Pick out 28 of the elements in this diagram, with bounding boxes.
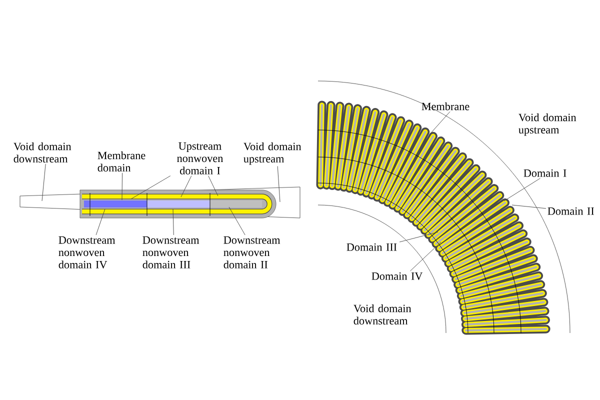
region-label: Void domain upstream xyxy=(518,113,576,136)
leader-line xyxy=(228,206,246,236)
callout-label: Downstream nonwoven domain III xyxy=(142,236,200,268)
leader-line xyxy=(122,172,123,200)
leader-line xyxy=(504,178,540,202)
leader-line xyxy=(172,208,174,236)
leader-line xyxy=(42,164,46,202)
leader-line xyxy=(399,232,438,242)
callout-label: Membrane xyxy=(422,102,470,110)
callout-label: Void domain upstream xyxy=(244,142,302,165)
leader-line xyxy=(96,208,106,236)
callout-label: Domain IV xyxy=(372,272,423,280)
callout-label: Downstream nonwoven domain II xyxy=(224,236,280,268)
leader-line xyxy=(277,166,280,202)
leader-line xyxy=(410,242,442,272)
leader-line xyxy=(430,111,450,134)
leader-line xyxy=(512,204,546,209)
leader-line xyxy=(130,176,171,200)
leader-line xyxy=(208,176,218,196)
callout-label: Upstream nonwoven domain I xyxy=(177,142,224,174)
callout-label: Void domain downstream xyxy=(14,142,72,163)
callout-label: Domain III xyxy=(346,243,397,251)
callout-label: Domain I xyxy=(524,169,566,177)
callout-label: Downstream nonwoven domain IV xyxy=(58,236,116,268)
callout-label: Domain II xyxy=(548,207,594,215)
region-label: Void domain downstream xyxy=(354,304,412,325)
leader-line xyxy=(180,176,192,198)
callout-label: Membrane domain xyxy=(98,151,146,172)
